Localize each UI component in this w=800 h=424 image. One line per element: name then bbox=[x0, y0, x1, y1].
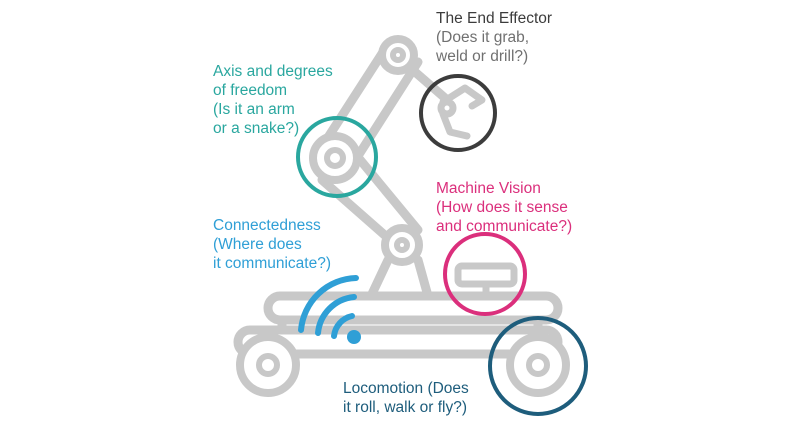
connectedness-line2: it communicate?) bbox=[213, 255, 332, 272]
end-effector-line1: (Does it grab, bbox=[436, 29, 530, 46]
platform-top bbox=[263, 291, 563, 325]
wifi-arc-outer bbox=[298, 275, 359, 333]
joint-hubs bbox=[256, 47, 550, 377]
lower-arm-left bbox=[317, 175, 393, 243]
locomotion-title: Locomotion bbox=[343, 380, 424, 397]
axis-label: Axis and degrees of freedom (Is it an ar… bbox=[213, 62, 333, 138]
axis-ring bbox=[296, 116, 378, 198]
connectedness-line1: (Where does bbox=[213, 236, 302, 253]
axis-title1: Axis and degrees bbox=[213, 63, 333, 80]
gripper-pivot bbox=[437, 98, 457, 118]
machine-vision-line2: and communicate?) bbox=[436, 218, 573, 235]
wifi-dot bbox=[347, 330, 361, 344]
connectedness-title: Connectedness bbox=[213, 217, 321, 234]
elbow-joint-hub bbox=[324, 147, 346, 169]
axis-line1: (Is it an arm bbox=[213, 101, 295, 118]
right-wheel-hub bbox=[526, 353, 550, 377]
lower-arm-right bbox=[347, 145, 423, 235]
wifi-icon bbox=[298, 275, 361, 344]
machine-vision-label: Machine Vision (How does it sense and co… bbox=[436, 179, 572, 236]
machine-vision-ring bbox=[443, 232, 527, 316]
locomotion-line1: (Does bbox=[423, 380, 469, 397]
locomotion-label: Locomotion (Does it roll, walk or fly?) bbox=[343, 379, 469, 417]
locomotion-ring bbox=[488, 316, 588, 416]
locomotion-line2: it roll, walk or fly?) bbox=[343, 399, 468, 416]
wifi-arc-inner bbox=[331, 313, 355, 339]
end-effector-title: The End Effector bbox=[436, 10, 553, 27]
base-joint-hub bbox=[394, 237, 410, 253]
top-joint-hub bbox=[390, 47, 406, 63]
connectedness-label: Connectedness (Where does it communicate… bbox=[213, 216, 331, 273]
wifi-arc-middle bbox=[315, 294, 357, 336]
axis-line2: or a snake?) bbox=[213, 120, 300, 137]
middle-arm-right bbox=[353, 57, 423, 161]
machine-vision-line1: (How does it sense bbox=[436, 199, 568, 216]
left-wheel-hub bbox=[256, 353, 280, 377]
end-effector-label: The End Effector (Does it grab, weld or … bbox=[436, 9, 552, 66]
vision-sensor bbox=[454, 262, 518, 296]
vision-sensor-body bbox=[454, 262, 518, 288]
machine-vision-title: Machine Vision bbox=[436, 180, 541, 197]
gripper-upper-finger bbox=[439, 84, 486, 110]
end-effector-ring bbox=[419, 74, 497, 152]
end-effector-line2: weld or drill?) bbox=[436, 48, 529, 65]
axis-title2: of freedom bbox=[213, 82, 288, 99]
gripper-lower-finger bbox=[439, 110, 471, 140]
gripper-claw bbox=[437, 84, 486, 140]
